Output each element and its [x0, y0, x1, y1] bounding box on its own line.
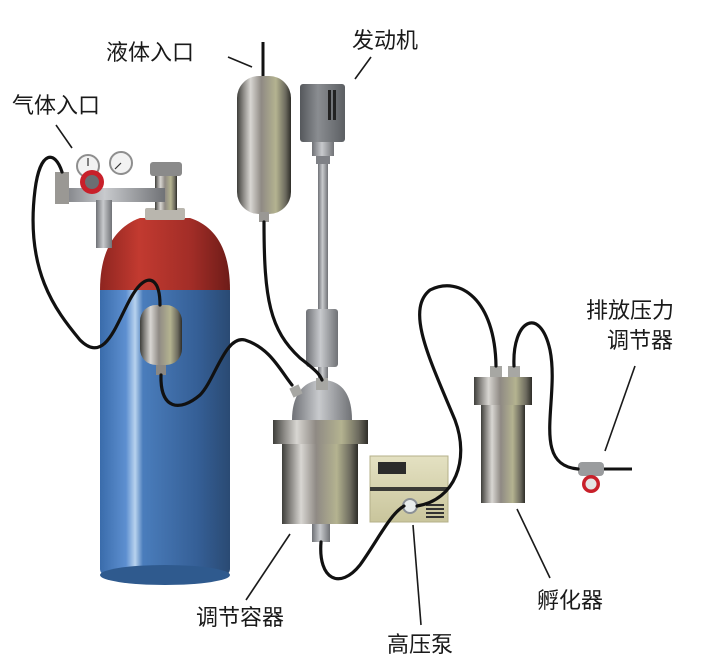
pump-vent-icon — [426, 516, 444, 518]
leader-gas-inlet — [55, 124, 73, 149]
stirring-rod — [318, 164, 328, 309]
pump-seam — [370, 487, 448, 491]
motor-housing — [300, 84, 345, 142]
filter-body — [140, 305, 182, 365]
liquid-reservoir — [237, 42, 291, 222]
tubing-network — [31, 155, 580, 581]
vessel-top-port — [316, 378, 328, 390]
incubator-port-right — [508, 366, 520, 378]
incubator-port-left — [490, 366, 502, 378]
labels: 液体入口 发动机 气体入口 排放压力 调节器 调节容器 高压泵 孵化器 — [12, 29, 674, 658]
regulating-vessel — [273, 378, 368, 542]
tube-pump-to-incubator — [415, 284, 498, 508]
filter-nozzle — [156, 365, 166, 375]
inline-filter — [140, 305, 182, 375]
leader-motor — [354, 56, 372, 80]
pump-vent-icon — [426, 512, 444, 514]
exhaust-pressure-regulator — [578, 462, 632, 493]
motor-assembly — [300, 84, 345, 385]
tube-vessel-to-pump — [319, 504, 406, 581]
tube-filter-to-vessel — [159, 338, 294, 407]
rod-coupling-sleeve — [306, 309, 338, 367]
cylinder-body — [100, 285, 230, 575]
motor-coupling — [312, 142, 334, 156]
leader-lines — [55, 56, 636, 626]
tube-gas-inlet-to-filter — [31, 155, 162, 350]
cylinder-neck — [145, 208, 185, 220]
incubator-body — [481, 405, 525, 503]
reservoir-outlet — [259, 212, 269, 222]
leader-liquid-inlet — [227, 56, 253, 68]
motor-vent-icon — [328, 90, 331, 120]
gas-regulator-assembly — [55, 151, 182, 248]
leader-incubator — [516, 508, 551, 579]
regulator-outlet-pipe — [96, 200, 112, 248]
pump-vent-icon — [426, 508, 444, 510]
vessel-side-port — [289, 384, 303, 398]
regulator-knob-center — [85, 175, 99, 189]
leader-high-pressure-pump — [412, 524, 422, 626]
valve-handwheel — [150, 162, 182, 176]
leader-regulating-vessel — [245, 533, 291, 601]
gauge-needle-icon — [114, 162, 122, 170]
label-motor: 发动机 — [352, 29, 418, 54]
regulator-manifold — [55, 188, 165, 202]
reservoir-body — [237, 76, 291, 214]
exhaust-regulator-knob-face — [585, 478, 597, 490]
label-high-pressure-pump: 高压泵 — [387, 633, 453, 658]
motor-collar — [316, 156, 330, 164]
stirring-rod-lower — [318, 367, 328, 385]
high-pressure-pump — [369, 455, 449, 523]
cylinder-base — [100, 565, 230, 585]
tube-incubator-to-exhaust — [512, 321, 580, 471]
pump-display — [378, 462, 406, 474]
vessel-bottom-outlet — [312, 524, 330, 542]
vessel-flange — [273, 420, 368, 444]
incubator — [474, 366, 532, 503]
vessel-dome — [292, 380, 352, 420]
label-regulating-vessel: 调节容器 — [196, 606, 284, 631]
cylinder-cap — [100, 218, 230, 290]
label-exhaust-regulator-line1: 排放压力 — [586, 299, 674, 324]
exhaust-regulator-body — [578, 462, 604, 476]
motor-vent-icon — [333, 90, 336, 120]
pump-vent-icon — [426, 504, 444, 506]
label-liquid-inlet: 液体入口 — [106, 41, 194, 66]
label-incubator: 孵化器 — [537, 589, 603, 614]
incubator-cap — [474, 377, 532, 405]
tee-fitting — [55, 172, 69, 204]
gas-cylinder — [100, 208, 230, 585]
vessel-body — [282, 444, 358, 524]
tube-reservoir-to-vessel — [262, 220, 324, 382]
label-gas-inlet: 气体入口 — [12, 94, 100, 119]
label-exhaust-regulator-line2: 调节器 — [607, 329, 673, 354]
leader-exhaust-regulator — [604, 365, 636, 452]
